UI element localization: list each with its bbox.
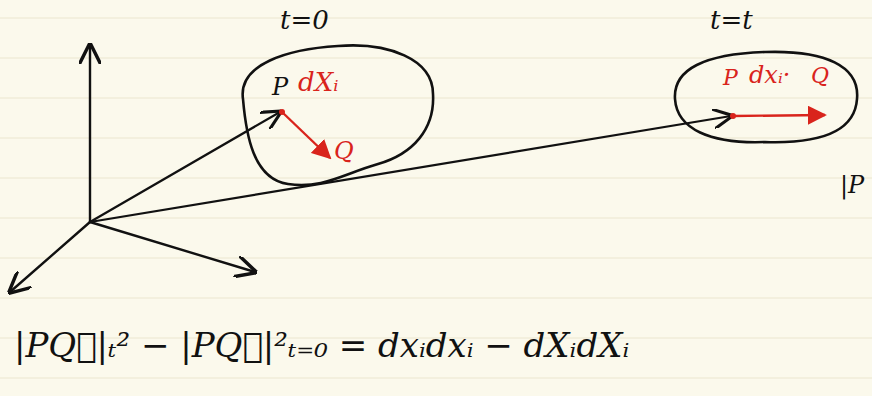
time-heading: t=0: [280, 6, 329, 35]
axis-line: [10, 222, 90, 292]
element-label: dXᵢ: [298, 68, 338, 97]
strain-equation: |PQ⃗|ₜ² − |PQ⃗|²ₜ₌₀ = dxᵢdxᵢ − dXᵢdXᵢ: [14, 326, 629, 365]
point-label: Q: [811, 64, 829, 88]
point-label: P: [272, 74, 288, 100]
time-heading: t=t: [710, 6, 753, 35]
position-vectors: [90, 112, 731, 222]
body-configuration: t=0PdXᵢQ: [228, 4, 443, 194]
line-element-arrow: [733, 115, 825, 116]
material-point: [279, 109, 285, 115]
axis-line: [89, 45, 91, 222]
coordinate-axes: [10, 45, 255, 292]
body-configuration: t=tPdxᵢ· Q: [665, 4, 865, 154]
line-element-arrow: [282, 112, 330, 158]
position-vector: [90, 116, 731, 222]
point-label: Q: [334, 138, 354, 164]
cut-off-label: |P: [840, 172, 864, 200]
axis-line: [90, 222, 255, 272]
ruled-lines: [0, 18, 872, 378]
material-point: [730, 113, 736, 119]
body-outline: [228, 4, 443, 194]
blob-outline: [675, 52, 857, 142]
blob-outline: [243, 45, 433, 185]
point-label: P: [723, 66, 738, 90]
element-label: dxᵢ·: [749, 62, 790, 88]
